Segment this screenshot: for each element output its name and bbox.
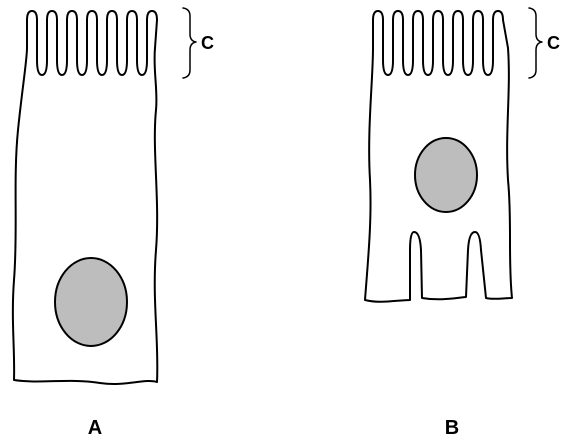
- cell-a-region-label: C: [201, 33, 214, 53]
- cell-a-caption: A: [88, 417, 102, 439]
- cell-b-nucleus: [415, 138, 477, 212]
- cell-b-brace: [529, 8, 542, 78]
- cell-b-region-label: C: [547, 33, 560, 53]
- cell-a-brace: [183, 8, 196, 78]
- cell-b: C B: [365, 8, 560, 439]
- cell-a-nucleus: [55, 258, 127, 346]
- cell-b-caption: B: [445, 417, 459, 439]
- cell-a: C A: [13, 8, 214, 439]
